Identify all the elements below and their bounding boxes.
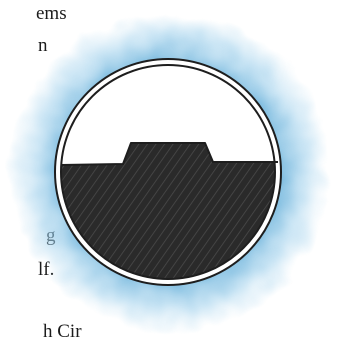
page: ems n g lf. h Cir <box>0 0 356 341</box>
circle-illustration <box>0 0 356 341</box>
